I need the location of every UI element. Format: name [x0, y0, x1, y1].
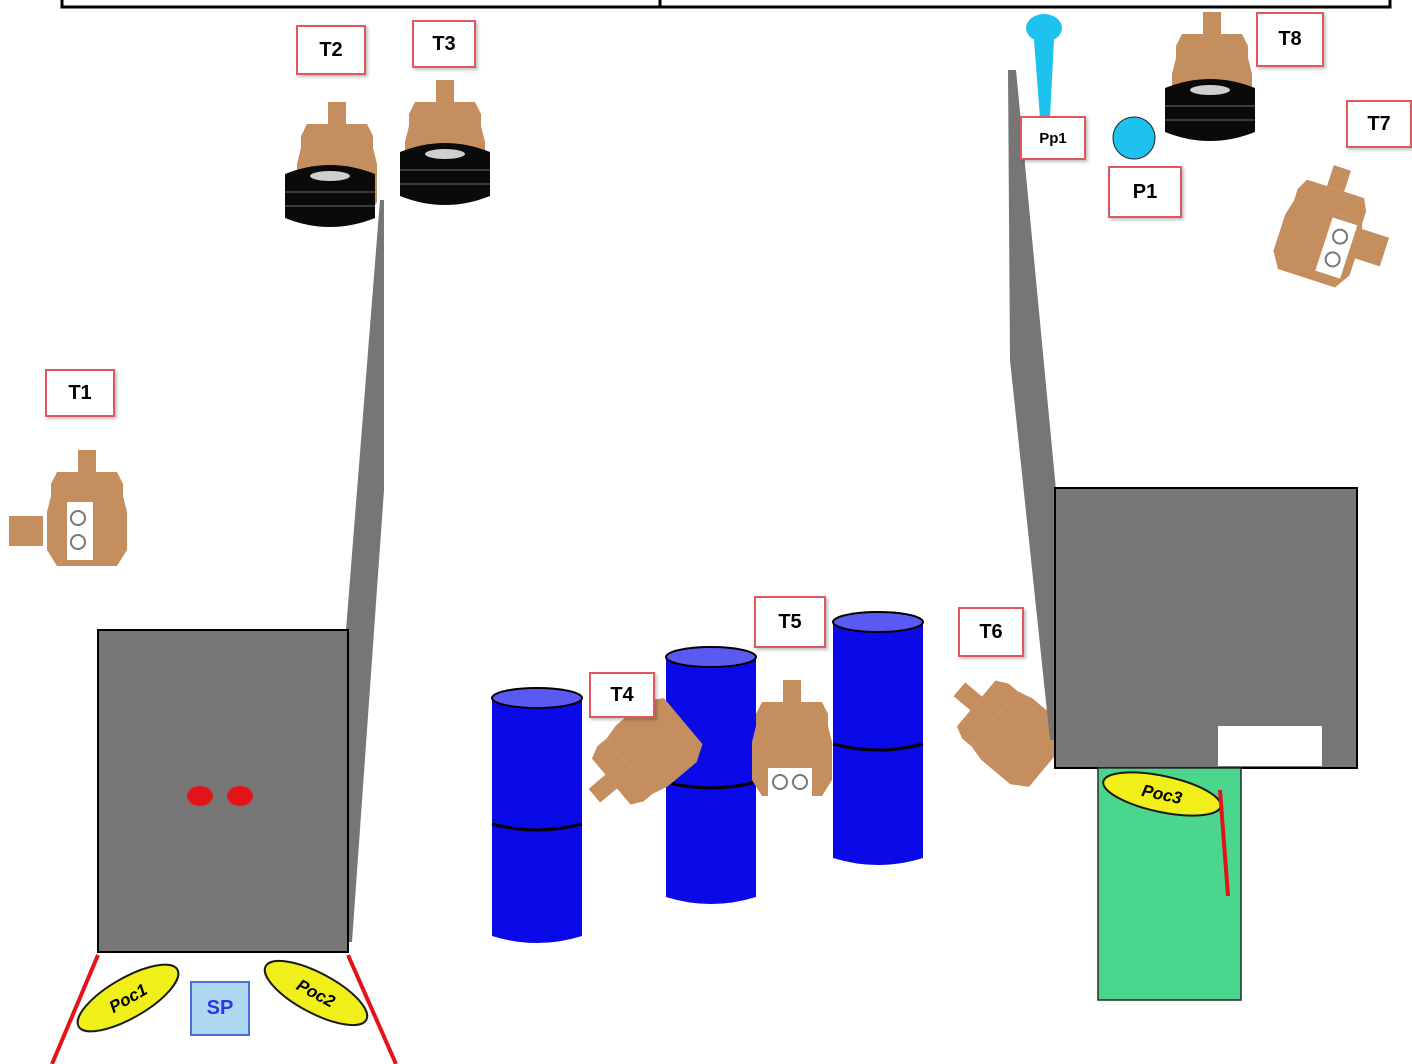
label-t1: T1	[45, 369, 115, 417]
pocket-poc2: Poc2	[263, 959, 369, 1027]
green-zone-red-line	[1218, 789, 1230, 897]
label-t2: T2	[296, 25, 366, 75]
label-t4: T4	[589, 672, 655, 718]
left-red-line	[50, 954, 100, 1064]
right-table	[1054, 487, 1358, 769]
probe-pp1	[1026, 14, 1062, 118]
left-ramp	[346, 200, 384, 942]
label-t5: T5	[754, 596, 826, 648]
label-p1: P1	[1108, 166, 1182, 218]
barrel-stack-3	[832, 611, 924, 865]
pocket-poc1: Poc1	[76, 963, 180, 1033]
target-t2	[284, 102, 377, 228]
ball-p1	[1112, 116, 1156, 160]
target-t1	[9, 450, 127, 566]
label-t8: T8	[1256, 12, 1324, 67]
label-t6: T6	[958, 607, 1024, 657]
target-t3	[399, 80, 491, 206]
barrel-stack-1	[491, 687, 583, 943]
label-t7: T7	[1346, 100, 1412, 148]
target-t7	[1268, 155, 1390, 291]
right-red-line	[346, 954, 398, 1064]
target-t8	[1164, 12, 1256, 142]
target-t5	[752, 680, 832, 796]
label-t3: T3	[412, 20, 476, 68]
barrel-stack-2	[665, 646, 757, 904]
label-pp1: Pp1	[1020, 116, 1086, 160]
start-position-sp: SP	[190, 981, 250, 1036]
left-table	[97, 629, 349, 953]
right-ramp	[1008, 70, 1056, 740]
top-wall	[60, 0, 1392, 9]
